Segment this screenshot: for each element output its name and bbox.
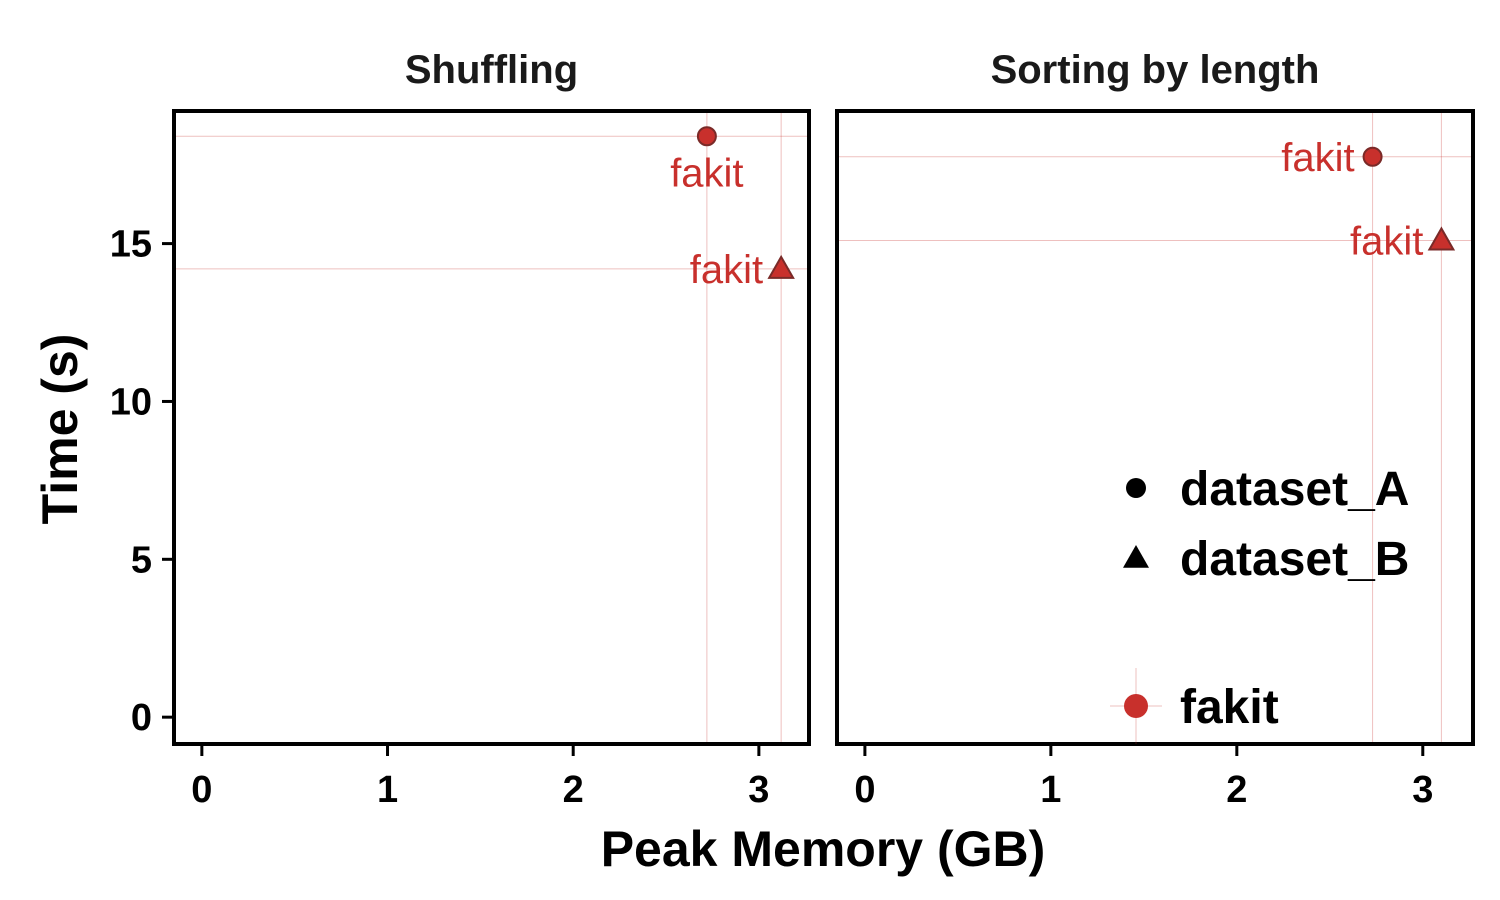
- legend-triangle-icon: [1123, 545, 1149, 568]
- x-tick-label: 0: [854, 769, 875, 811]
- legend-label: fakit: [1180, 681, 1279, 734]
- panel-border: [835, 109, 1475, 746]
- facet-title: Shuffling: [405, 48, 578, 92]
- legend-label: dataset_B: [1180, 533, 1409, 586]
- x-tick-label: 1: [377, 769, 398, 811]
- legend-label: dataset_A: [1180, 463, 1409, 516]
- data-point-triangle: [1427, 226, 1456, 251]
- data-point-triangle: [767, 254, 795, 279]
- x-tick-label: 1: [1040, 769, 1061, 811]
- y-tick-label: 15: [110, 224, 152, 266]
- point-label: fakit: [690, 248, 763, 292]
- data-point-circle: [1362, 146, 1383, 167]
- x-tick-label: 3: [1412, 769, 1433, 811]
- x-tick-label: 0: [191, 769, 212, 811]
- legend-item-fakit: fakit: [1110, 668, 1279, 744]
- data-point-circle: [696, 126, 717, 147]
- point-label: fakit: [670, 151, 743, 195]
- x-tick-label: 2: [563, 769, 584, 811]
- facet-title: Sorting by length: [991, 48, 1320, 92]
- point-label: fakit: [1281, 136, 1354, 180]
- y-tick-label: 0: [131, 697, 152, 739]
- legend-circle-icon: [1126, 478, 1146, 498]
- x-axis-title: Peak Memory (GB): [601, 821, 1046, 877]
- legend-item-dataset_A: dataset_A: [1126, 463, 1409, 516]
- x-tick-label: 3: [748, 769, 769, 811]
- legend-item-dataset_B: dataset_B: [1123, 533, 1409, 586]
- panel-border: [172, 109, 811, 746]
- panel-1: Shuffling 0 1 2 3 0 5 10 15 fakit fakit: [110, 48, 811, 811]
- panel-2: Sorting by length 0 1 2 3 fakit fakit: [835, 48, 1475, 811]
- y-axis-title: Time (s): [32, 334, 88, 525]
- legend-color-key-icon: [1124, 694, 1148, 718]
- y-tick-label: 5: [131, 539, 152, 581]
- point-label: fakit: [1350, 219, 1423, 263]
- x-tick-label: 2: [1226, 769, 1247, 811]
- y-tick-label: 10: [110, 381, 152, 423]
